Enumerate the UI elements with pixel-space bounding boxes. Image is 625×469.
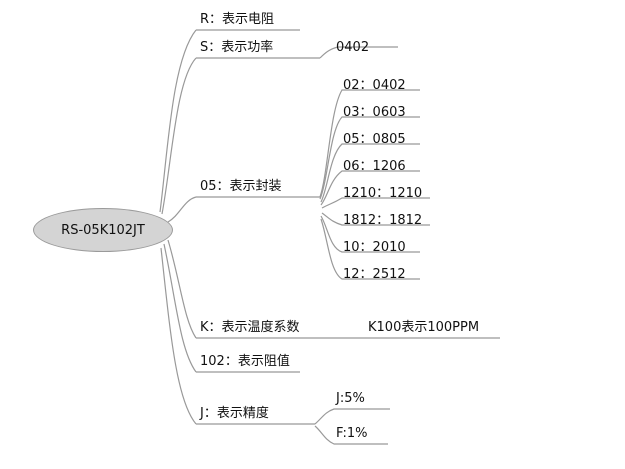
leaf-package-05[interactable]: 05：0805 [343, 132, 406, 148]
leaf-precision-j5[interactable]: J:5% [336, 391, 365, 407]
leaf-package-03[interactable]: 03：0603 [343, 105, 406, 121]
leaf-package-02-label: 02：0402 [343, 78, 406, 93]
branch-power-label: S：表示功率 [200, 40, 274, 55]
leaf-package-05-label: 05：0805 [343, 132, 406, 147]
leaf-power-0402-label: 0402 [336, 40, 370, 55]
branch-resistance[interactable]: R：表示电阻 [200, 12, 274, 28]
leaf-precision-j5-label: J:5% [336, 391, 365, 406]
leaf-package-1812[interactable]: 1812：1812 [343, 213, 422, 229]
leaf-package-06[interactable]: 06：1206 [343, 159, 406, 175]
branch-package-label: 05：表示封装 [200, 179, 282, 194]
branch-resistance-label: R：表示电阻 [200, 12, 275, 27]
branch-temperature-coefficient-label: K：表示温度系数 [200, 320, 300, 335]
branch-precision-label: J：表示精度 [200, 406, 269, 421]
branch-precision[interactable]: J：表示精度 [200, 406, 269, 422]
root-node-label: RS-05K102JT [61, 222, 145, 238]
leaf-package-12-label: 12：2512 [343, 267, 406, 282]
leaf-precision-f1-label: F:1% [336, 426, 368, 441]
leaf-package-1210[interactable]: 1210：1210 [343, 186, 422, 202]
leaf-package-12[interactable]: 12：2512 [343, 267, 406, 283]
leaf-precision-f1[interactable]: F:1% [336, 426, 367, 442]
branch-resistance-value[interactable]: 102：表示阻值 [200, 354, 290, 370]
leaf-power-0402[interactable]: 0402 [336, 40, 369, 56]
leaf-package-1210-label: 1210：1210 [343, 186, 423, 201]
leaf-temperature-k100-label: K100表示100PPM [368, 320, 480, 335]
leaf-package-1812-label: 1812：1812 [343, 213, 423, 228]
leaf-package-06-label: 06：1206 [343, 159, 406, 174]
branch-package[interactable]: 05：表示封装 [200, 179, 282, 195]
branch-resistance-value-label: 102：表示阻值 [200, 354, 290, 369]
leaf-package-10[interactable]: 10：2010 [343, 240, 406, 256]
leaf-temperature-k100[interactable]: K100表示100PPM [368, 320, 479, 336]
leaf-package-02[interactable]: 02：0402 [343, 78, 406, 94]
root-node[interactable]: RS-05K102JT [33, 208, 173, 252]
leaf-package-03-label: 03：0603 [343, 105, 406, 120]
branch-power[interactable]: S：表示功率 [200, 40, 273, 56]
branch-temperature-coefficient[interactable]: K：表示温度系数 [200, 320, 300, 336]
leaf-package-10-label: 10：2010 [343, 240, 406, 255]
